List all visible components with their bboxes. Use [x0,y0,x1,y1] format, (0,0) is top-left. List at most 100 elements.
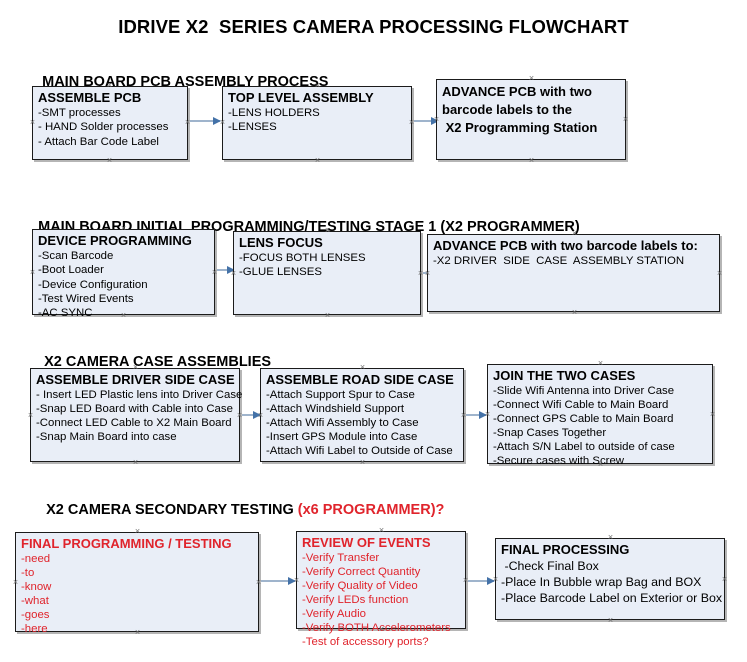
handle-top-icon[interactable] [607,534,614,541]
handle-bottom-icon[interactable] [324,312,331,319]
handle-bottom-icon[interactable] [359,459,366,466]
node-line: -Test Wired Events [38,292,134,305]
node-line-overflow: -Test of accessory ports? [302,636,429,648]
handle-left-icon[interactable] [484,411,491,418]
connector-assemble-pcb-to-top-level [190,117,221,125]
section-heading-text: X2 CAMERA CASE ASSEMBLIES [44,354,272,370]
node-assemble-road-side-case[interactable]: ASSEMBLE ROAD SIDE CASE -Attach Support … [260,368,464,462]
node-advance-pcb-x2-programming-station[interactable]: ADVANCE PCB with two barcode labels to t… [436,79,626,160]
node-line: -X2 DRIVER SIDE CASE ASSEMBLY STATION [433,255,685,267]
handle-bottom-icon[interactable] [597,461,604,468]
handle-left-icon[interactable] [492,576,499,583]
node-line: -AC SYNC [38,307,93,320]
handle-bottom-icon[interactable] [528,157,535,164]
node-advance-pcb-driver-side-case[interactable]: ADVANCE PCB with two barcode labels to: … [427,234,720,312]
node-title: ASSEMBLE ROAD SIDE CASE [266,372,454,387]
node-line: -Attach Windshield Support [266,403,405,415]
node-title: ADVANCE PCB with two barcode labels to t… [442,84,598,135]
node-title: TOP LEVEL ASSEMBLY [228,90,374,105]
handle-left-icon[interactable] [29,269,36,276]
handle-bottom-icon[interactable] [607,617,614,624]
node-title: ADVANCE PCB with two barcode labels to: [433,238,698,253]
handle-top-icon[interactable] [106,82,113,89]
handle-left-icon[interactable] [433,116,440,123]
node-line: -Connect LED Cable to X2 Main Board [36,417,232,429]
node-title: ASSEMBLE DRIVER SIDE CASE [36,372,235,387]
handle-right-icon[interactable] [709,411,716,418]
handle-top-icon[interactable] [324,227,331,234]
section-heading-x2-camera-case-assemblies: X2 CAMERA CASE ASSEMBLIES [28,338,271,386]
handle-left-icon[interactable] [219,119,226,126]
handle-right-icon[interactable] [622,116,629,123]
handle-bottom-icon[interactable] [314,157,321,164]
handle-top-icon[interactable] [120,225,127,232]
node-title: FINAL PROGRAMMING / TESTING [21,536,232,551]
node-lens-focus[interactable]: LENS FOCUS -FOCUS BOTH LENSES -GLUE LENS… [233,231,421,315]
connector-final-programming-to-review-of-events [261,577,296,585]
node-line: -Place In Bubble wrap Bag and BOX [501,575,702,589]
node-top-level-assembly[interactable]: TOP LEVEL ASSEMBLY -LENS HOLDERS -LENSES [222,86,412,160]
node-line: -Insert GPS Module into Case [266,431,418,443]
handle-left-icon[interactable] [257,412,264,419]
node-line: -Attach Wifi Label to Outside of Case [266,445,453,457]
node-device-programming[interactable]: DEVICE PROGRAMMING -Scan Barcode -Boot L… [29,229,215,319]
page-title: IDRIVE X2 SERIES CAMERA PROCESSING FLOWC… [118,16,629,37]
handle-left-icon[interactable] [424,270,431,277]
node-title: JOIN THE TWO CASES [493,368,636,383]
node-line: -Verify LEDs function [302,594,409,606]
node-line: -LENSES [228,121,277,134]
node-title: FINAL PROCESSING [501,542,630,557]
node-line: -FOCUS BOTH LENSES [239,252,366,264]
node-line: -SMT processes [38,107,121,119]
node-line: -what [21,595,49,607]
handle-left-icon[interactable] [230,270,237,277]
handle-top-icon[interactable] [359,364,366,371]
node-title: LENS FOCUS [239,235,323,250]
node-line: -Check Final Box [501,559,599,573]
node-final-programming-testing[interactable]: FINAL PROGRAMMING / TESTING -need -to -k… [12,532,259,635]
connector-road-case-to-join-cases [466,411,487,419]
node-review-of-events[interactable]: REVIEW OF EVENTS -Verify Transfer -Verif… [293,531,466,648]
handle-left-icon[interactable] [293,577,300,584]
node-assemble-driver-side-case[interactable]: ASSEMBLE DRIVER SIDE CASE - Insert LED P… [27,368,242,462]
handle-left-icon[interactable] [27,412,34,419]
handle-top-icon[interactable] [528,75,535,82]
handle-top-icon[interactable] [314,82,321,89]
connector-review-of-events-to-final-processing [468,577,495,585]
node-title: ASSEMBLE PCB [38,90,142,105]
node-line: -goes [21,609,50,621]
handle-left-icon[interactable] [29,119,36,126]
node-line: -Verify BOTH Accelerometers [302,622,451,634]
node-line: -Attach Support Spur to Case [266,389,415,401]
node-line: -GLUE LENSES [239,266,322,279]
handle-left-icon[interactable] [12,579,19,586]
section-heading-x2-camera-secondary-testing: X2 CAMERA SECONDARY TESTING (x6 PROGRAMM… [30,486,444,534]
handle-bottom-icon[interactable] [120,312,127,319]
handle-bottom-icon[interactable] [378,626,385,633]
node-line: -Device Configuration [38,278,148,291]
handle-right-icon[interactable] [716,270,723,277]
handle-bottom-icon[interactable] [106,157,113,164]
node-final-processing[interactable]: FINAL PROCESSING -Check Final Box -Place… [495,538,725,620]
node-title: DEVICE PROGRAMMING [38,233,192,248]
node-line: -Verify Transfer [302,552,380,564]
node-line: -Snap Cases Together [493,427,607,439]
node-join-the-two-cases[interactable]: JOIN THE TWO CASES -Slide Wifi Antenna i… [484,364,716,467]
handle-bottom-icon[interactable] [132,459,139,466]
node-line: -Slide Wifi Antenna into Driver Case [493,385,675,397]
node-line: -Connect Wifi Cable to Main Board [493,399,669,411]
handle-top-icon[interactable] [571,230,578,237]
handle-right-icon[interactable] [721,576,728,583]
node-line: -Attach Wifi Assembly to Case [266,417,419,429]
handle-top-icon[interactable] [134,528,141,535]
node-line: -Place Barcode Label on Exterior or Box [501,591,723,605]
handle-top-icon[interactable] [378,527,385,534]
node-assemble-pcb[interactable]: ASSEMBLE PCB -SMT processes - HAND Solde… [32,86,188,160]
node-line: -Snap LED Board with Cable into Case [36,403,233,415]
handle-bottom-icon[interactable] [134,629,141,636]
handle-bottom-icon[interactable] [571,309,578,316]
handle-top-icon[interactable] [132,364,139,371]
node-line: - HAND Solder processes [38,121,169,134]
handle-top-icon[interactable] [597,360,604,367]
